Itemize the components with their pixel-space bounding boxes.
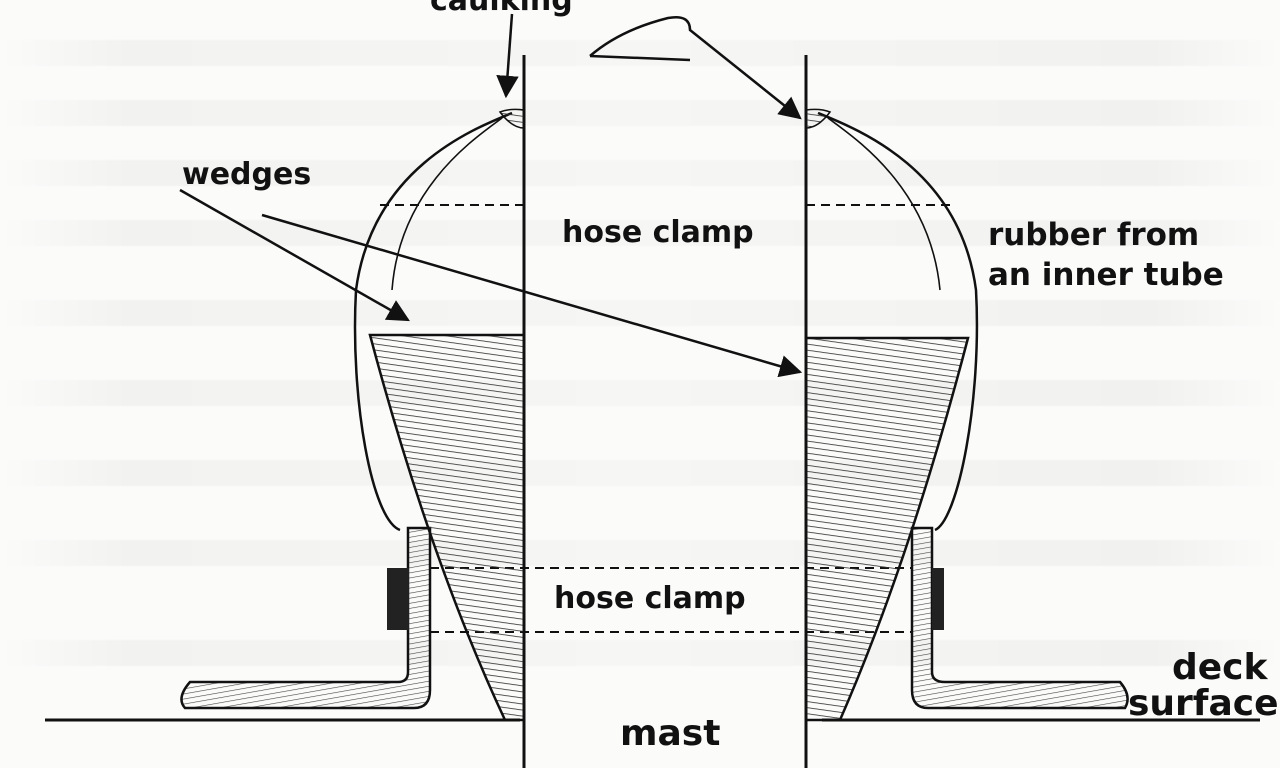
caulking-label: caulking <box>430 0 573 18</box>
wedges-leaders <box>179 188 803 378</box>
bleed-through-text <box>0 160 1280 186</box>
left-deck-flange <box>180 526 432 710</box>
hose-clamp-top-label: hose clamp <box>562 215 754 250</box>
right-deck-flange <box>910 526 1129 710</box>
rubber-label-line2: an inner tube <box>988 257 1224 293</box>
caulking-bead <box>498 108 832 129</box>
bleed-through-text <box>0 460 1280 486</box>
deck-label: deck <box>1172 647 1268 688</box>
bleed-through-text <box>0 640 1280 666</box>
bleed-through-text <box>0 40 1280 66</box>
mast-label: mast <box>620 713 721 754</box>
bleed-through-text <box>0 220 1280 246</box>
rubber-label-line1: rubber from <box>988 217 1200 253</box>
wedges-label: wedges <box>182 157 312 192</box>
left-wedge <box>368 333 526 722</box>
surface-label: surface <box>1128 683 1279 724</box>
hose-clamp-bottom-label: hose clamp <box>554 581 746 616</box>
bleed-through-text <box>0 300 1280 326</box>
bleed-through-text <box>0 100 1280 126</box>
mast <box>522 55 808 768</box>
bleed-through-text <box>0 540 1280 566</box>
caulking-leaders <box>496 13 802 120</box>
bleed-through-text <box>0 380 1280 406</box>
right-wedge <box>804 336 970 722</box>
